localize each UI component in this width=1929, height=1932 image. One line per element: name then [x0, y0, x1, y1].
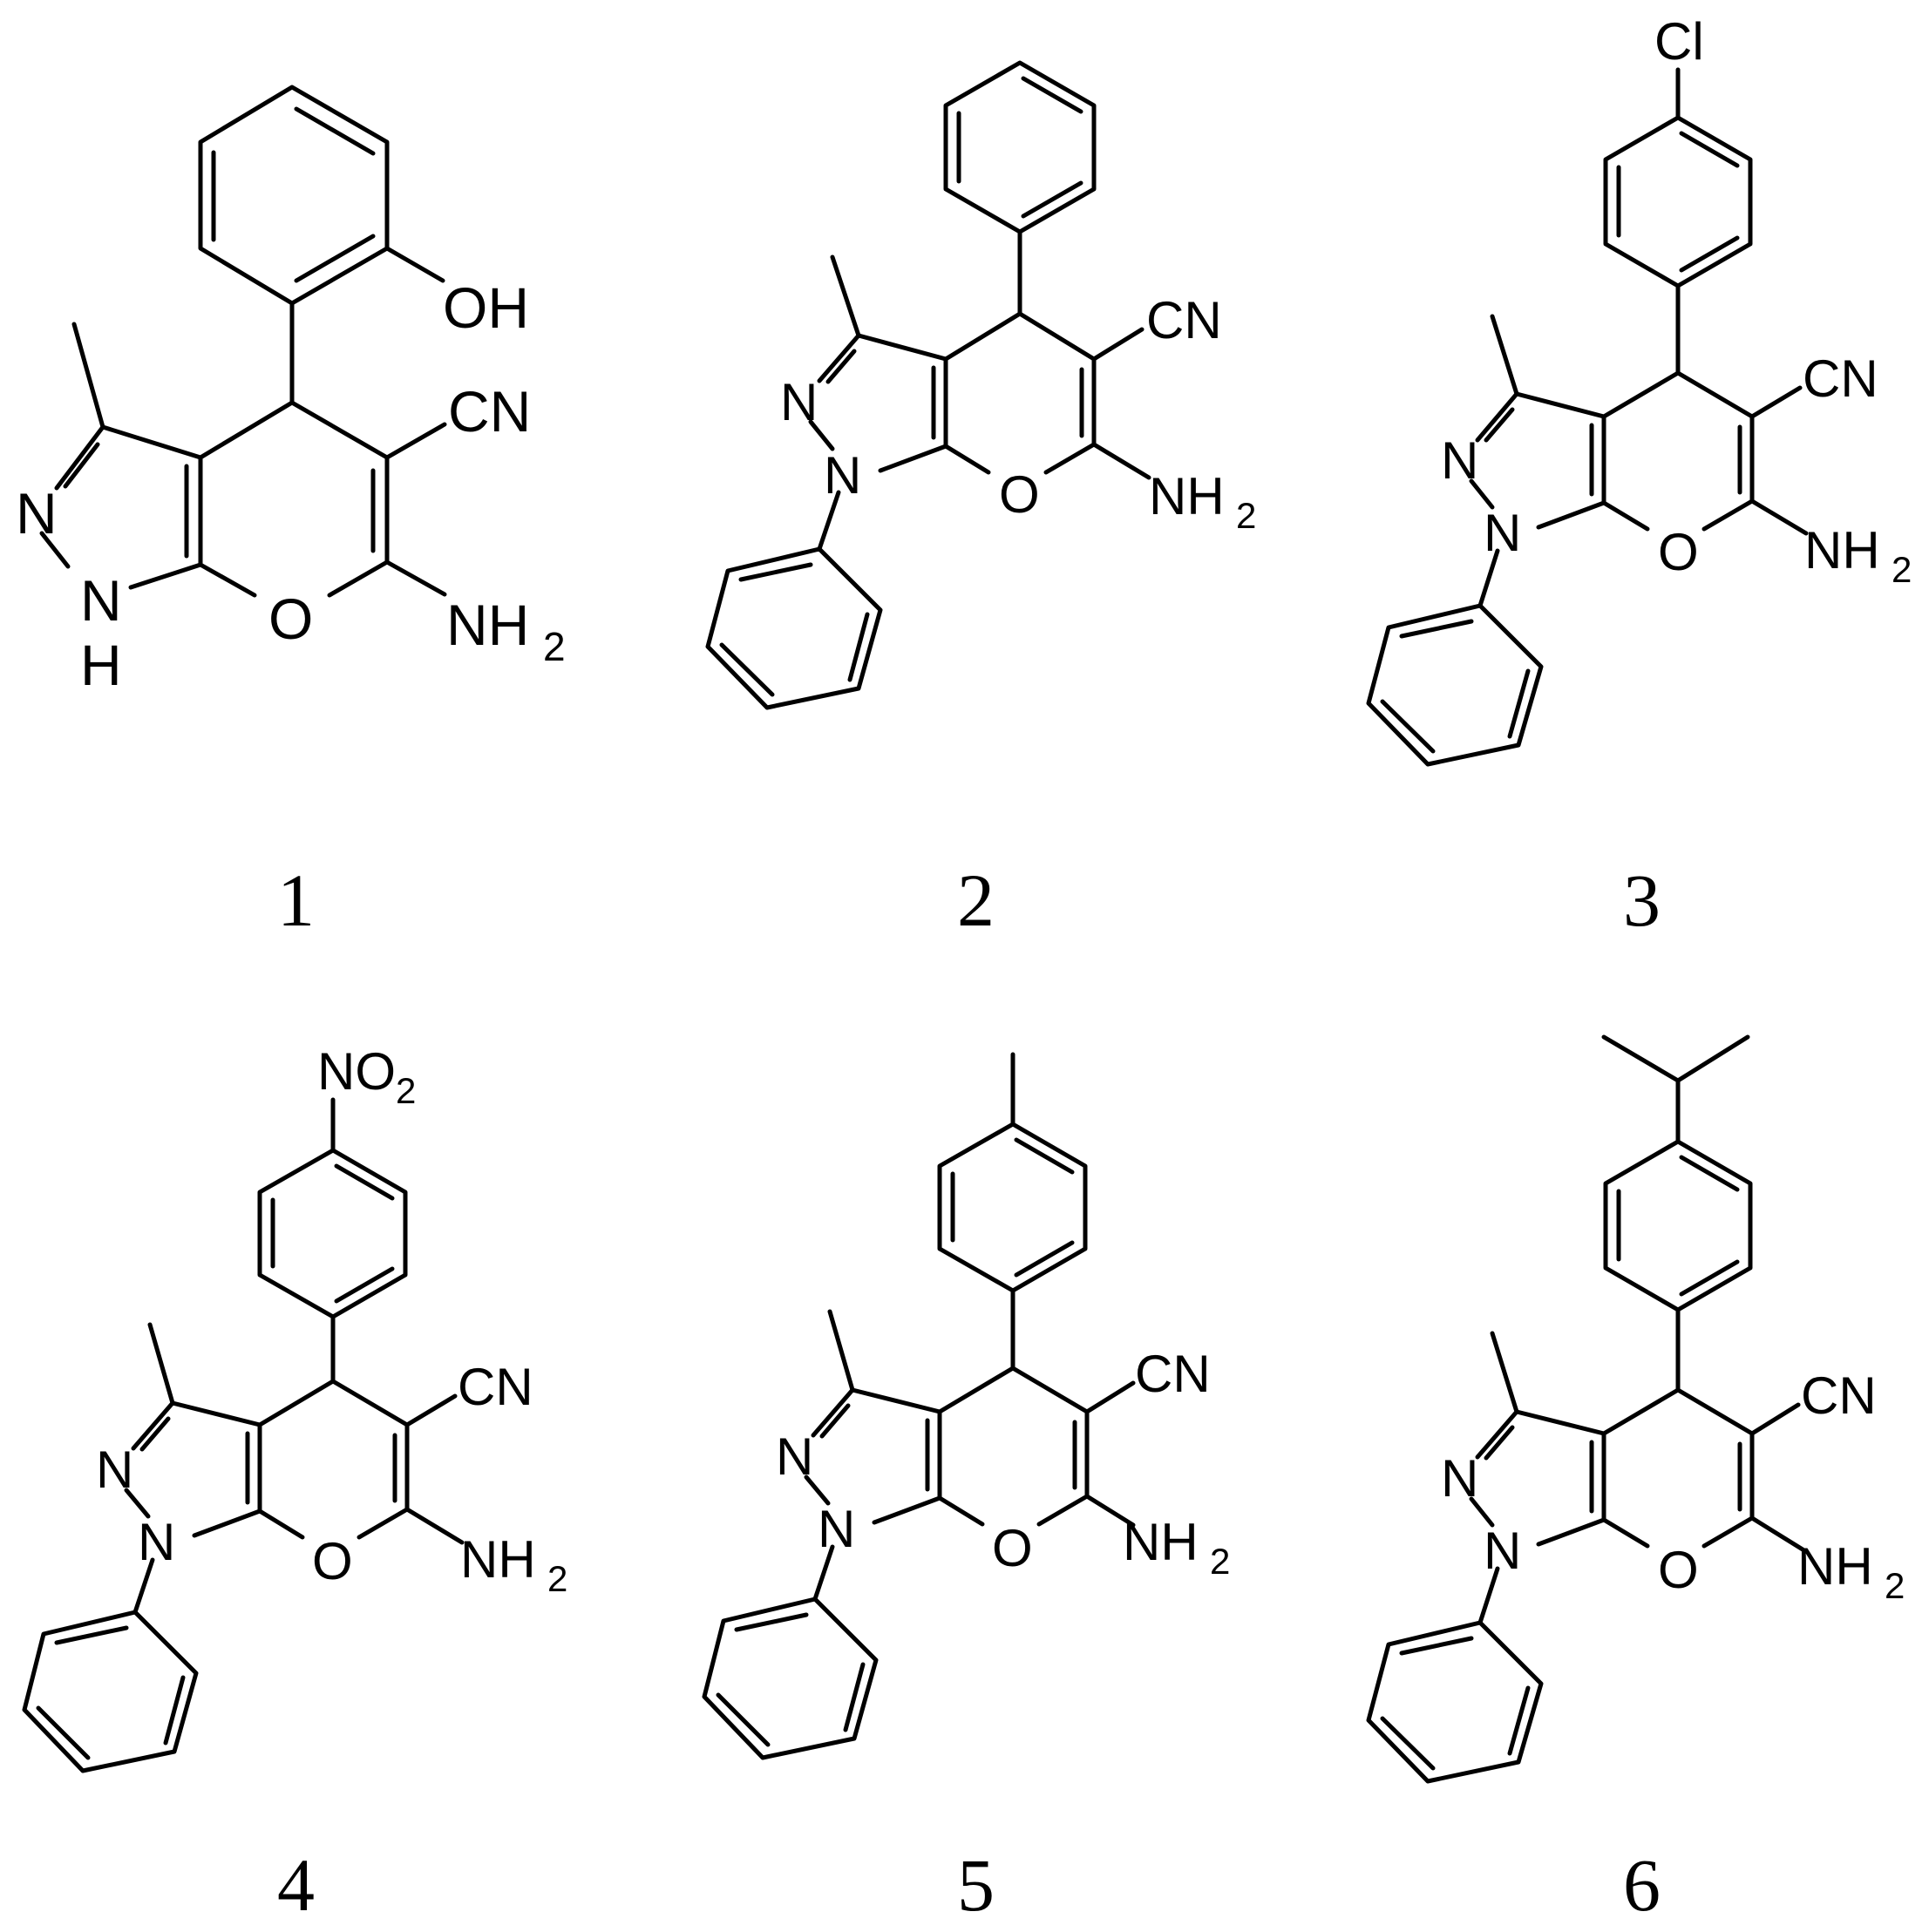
- compound-1: OH CN NH 2 N N H O 1: [16, 85, 566, 942]
- pyran-oxygen-label: O: [999, 465, 1040, 524]
- pyrazole-n2-label: N: [780, 373, 818, 431]
- nitrile-label: CN: [1801, 1366, 1877, 1425]
- phenyl-ring-n: [22, 1610, 199, 1773]
- amino-subscript: 2: [1885, 1565, 1905, 1606]
- phenyl-ring-n: [1366, 603, 1544, 767]
- pyrazole-n2-label: N: [96, 1441, 133, 1499]
- nitrile-label: CN: [458, 1358, 533, 1416]
- pyrazole-n2-label: N: [1441, 1449, 1478, 1508]
- compound-4: NO 2 CN NH 2 N N O 4: [22, 1042, 567, 1927]
- phenyl-ring-n: [705, 546, 883, 710]
- pyran-oxygen-label: O: [992, 1519, 1033, 1577]
- chloro-label: Cl: [1654, 12, 1704, 71]
- nitro-label: NO: [317, 1042, 396, 1101]
- phenyl-ring-n: [702, 1596, 879, 1760]
- nitrophenyl-ring: [257, 1148, 408, 1319]
- compound-5: CN NH 2 N N O 5: [702, 1052, 1230, 1927]
- nitrile-label: CN: [1135, 1345, 1211, 1403]
- amino-label: NH: [1149, 467, 1225, 525]
- amino-label: NH: [1797, 1537, 1873, 1596]
- pyrazole-n1-label: N: [1484, 504, 1521, 562]
- pyran-oxygen-label: O: [268, 586, 313, 651]
- chlorophenyl-ring: [1603, 115, 1753, 288]
- pyrazole-n1-label: N: [80, 568, 122, 633]
- pyrazole-n2-label: N: [776, 1427, 813, 1486]
- compound-3: Cl CN NH 2 N N O 3: [1366, 12, 1912, 942]
- compound-6: CN NH 2 N N O 6: [1366, 1034, 1905, 1927]
- pyrazole-n1-label: N: [824, 446, 861, 505]
- amino-label: NH: [460, 1530, 536, 1589]
- compound-number: 3: [1623, 858, 1661, 942]
- phenyl-ring-n: [1366, 1620, 1544, 1784]
- pyrazole-n1-label: N: [1484, 1522, 1521, 1580]
- n-hydrogen-label: H: [80, 633, 122, 697]
- pyrazole-n1-label: N: [818, 1500, 855, 1558]
- hydroxyl-label: OH: [443, 275, 529, 340]
- nitrile-label: CN: [1146, 291, 1222, 349]
- compound-number: 6: [1623, 1843, 1661, 1927]
- amino-subscript: 2: [1892, 549, 1912, 590]
- compound-number: 2: [957, 858, 995, 942]
- hydroxyphenyl-ring: [198, 85, 390, 306]
- isopropylphenyl-ring: [1603, 1139, 1753, 1312]
- amino-label: NH: [1804, 521, 1880, 580]
- pyran-oxygen-label: O: [1658, 523, 1699, 581]
- compound-2: CN NH 2 N N O 2: [705, 60, 1256, 942]
- phenyl-ring-top: [943, 60, 1097, 234]
- amino-subscript: 2: [1236, 495, 1256, 536]
- compound-number: 4: [277, 1843, 315, 1927]
- pyrazole-n2-label: N: [1441, 431, 1478, 490]
- nitro-subscript: 2: [396, 1070, 416, 1111]
- pyran-oxygen-label: O: [312, 1532, 353, 1590]
- compound-number: 5: [957, 1843, 995, 1927]
- amino-label: NH: [446, 593, 529, 657]
- pyrazole-n2-label: N: [16, 481, 58, 546]
- pyran-oxygen-label: O: [1658, 1541, 1699, 1599]
- amino-label: NH: [1123, 1513, 1199, 1571]
- tolyl-ring: [937, 1122, 1088, 1293]
- amino-subscript: 2: [547, 1558, 567, 1599]
- compound-number: 1: [277, 858, 315, 942]
- amino-subscript: 2: [543, 624, 566, 669]
- amino-subscript: 2: [1210, 1541, 1230, 1582]
- pyrazole-n1-label: N: [138, 1513, 175, 1571]
- nitrile-label: CN: [448, 379, 531, 444]
- nitrile-label: CN: [1803, 349, 1878, 408]
